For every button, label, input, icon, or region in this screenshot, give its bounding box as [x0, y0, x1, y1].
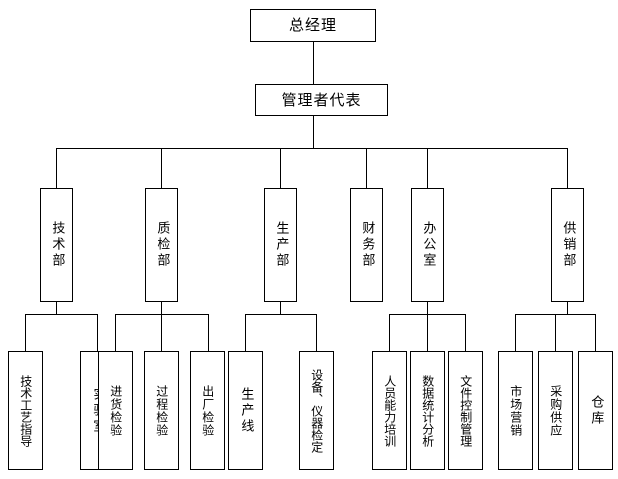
node-dept-office[interactable]: 办公室	[411, 188, 444, 302]
node-dept-technical[interactable]: 技术部	[40, 188, 73, 302]
drop-to-dept-finance	[366, 148, 367, 188]
node-unit-equipment-calibration[interactable]: 设备、仪器检定	[299, 351, 334, 470]
drop-unit-equipment-calibration	[316, 314, 317, 351]
connector-gm-to-mgmtrep	[313, 42, 314, 84]
node-unit-final-inspection[interactable]: 出厂检验	[190, 351, 225, 470]
connector-office-stem	[427, 302, 428, 314]
drop-to-dept-production	[280, 148, 281, 188]
connector-quality-stem	[161, 302, 162, 314]
node-unit-process-inspection[interactable]: 过程检验	[144, 351, 179, 470]
drop-to-dept-supply	[567, 148, 568, 188]
node-unit-incoming-inspection[interactable]: 进货检验	[98, 351, 133, 470]
drop-to-dept-office	[427, 148, 428, 188]
connector-supply-stem	[567, 302, 568, 314]
node-dept-quality[interactable]: 质检部	[145, 188, 178, 302]
drop-unit-warehouse	[595, 314, 596, 351]
drop-to-dept-technical	[56, 148, 57, 188]
drop-unit-technical-guidance	[25, 314, 26, 351]
drop-unit-data-analysis	[427, 314, 428, 351]
node-general-manager[interactable]: 总经理	[250, 9, 376, 42]
node-dept-finance[interactable]: 财务部	[350, 188, 383, 302]
drop-unit-marketing	[515, 314, 516, 351]
node-unit-personnel-training[interactable]: 人员能力培训	[372, 351, 407, 470]
node-management-representative[interactable]: 管理者代表	[255, 84, 388, 116]
node-unit-data-analysis[interactable]: 数据统计分析	[410, 351, 445, 470]
drop-unit-production-line	[245, 314, 246, 351]
drop-unit-final-inspection	[208, 314, 209, 351]
drop-unit-process-inspection	[161, 314, 162, 351]
node-unit-marketing[interactable]: 市场营销	[498, 351, 533, 470]
bus-production-units	[245, 314, 316, 315]
drop-unit-incoming-inspection	[115, 314, 116, 351]
bus-departments	[56, 148, 567, 149]
connector-production-stem	[280, 302, 281, 314]
connector-technical-stem	[56, 302, 57, 314]
node-unit-production-line[interactable]: 生产线	[228, 351, 263, 470]
connector-mgmtrep-to-bus	[313, 116, 314, 149]
drop-unit-purchasing	[555, 314, 556, 351]
drop-unit-laboratory	[97, 314, 98, 351]
node-dept-production[interactable]: 生产部	[264, 188, 297, 302]
node-dept-supply[interactable]: 供销部	[551, 188, 584, 302]
drop-unit-personnel-training	[389, 314, 390, 351]
node-unit-purchasing[interactable]: 采购供应	[538, 351, 573, 470]
drop-to-dept-quality	[161, 148, 162, 188]
node-unit-document-control[interactable]: 文件控制管理	[448, 351, 483, 470]
drop-unit-document-control	[465, 314, 466, 351]
node-unit-technical-guidance[interactable]: 技术工艺指导	[8, 351, 43, 470]
node-unit-warehouse[interactable]: 仓库	[578, 351, 613, 470]
bus-technical-units	[25, 314, 98, 315]
